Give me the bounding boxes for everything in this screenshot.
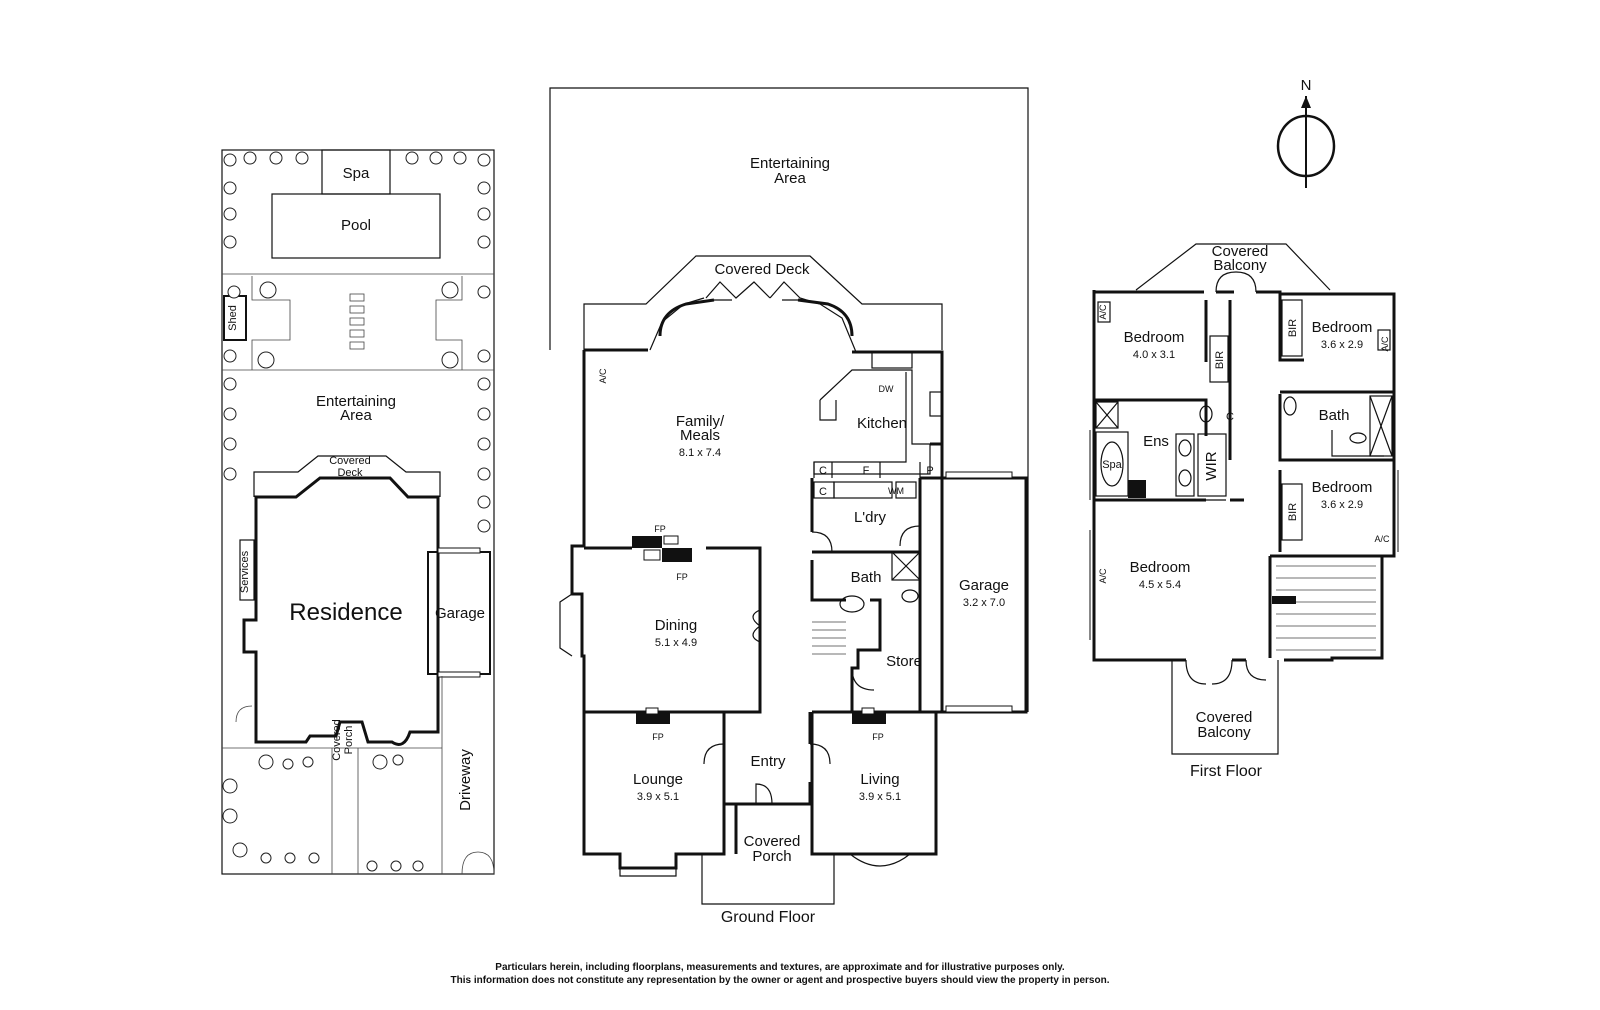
gf-garage-dims: 3.2 x 7.0: [963, 597, 1005, 609]
gf-store-label: Store: [886, 653, 922, 670]
ff-cupboard-label: C: [1226, 411, 1234, 423]
ground-floor-plan: [549, 87, 1029, 905]
gf-dining-dims: 5.1 x 4.9: [655, 637, 697, 649]
gf-entertaining-label-2: Area: [774, 170, 806, 187]
ff-ac-label-3: A/C: [1374, 534, 1390, 544]
gf-entry-label: Entry: [750, 753, 786, 770]
ff-bedroom-2-dims: 3.6 x 2.9: [1321, 339, 1363, 351]
gf-fp-label-1: FP: [654, 524, 666, 534]
site-residence: [242, 476, 440, 746]
gf-fp-label-2: FP: [676, 572, 688, 582]
gf-covered-porch-label-2: Porch: [752, 848, 791, 865]
gf-family-dims: 8.1 x 7.4: [679, 447, 721, 459]
ff-covered-balcony-bottom-label-1: Covered: [1196, 709, 1253, 726]
site-residence-label: Residence: [289, 599, 402, 626]
ff-ac-label-4: A/C: [1098, 568, 1108, 584]
ff-covered-balcony-top-label-2: Balcony: [1213, 257, 1267, 274]
site-driveway-label: Driveway: [457, 749, 474, 811]
ff-master-bedroom-label: Bedroom: [1130, 559, 1191, 576]
gf-living-dims: 3.9 x 5.1: [859, 791, 901, 803]
gf-pantry-label: P: [926, 465, 933, 477]
gf-bath-label: Bath: [851, 569, 882, 586]
site-covered-porch-label-1: Covered: [331, 719, 343, 761]
site-garage-label: Garage: [435, 605, 485, 622]
ff-covered-balcony-bottom-label-2: Balcony: [1197, 724, 1251, 741]
gf-lounge-label: Lounge: [633, 771, 683, 788]
gf-living-label: Living: [860, 771, 899, 788]
site-services-label: Services: [239, 550, 251, 593]
gf-meals-label: Meals: [680, 427, 720, 444]
ff-bir-label-1: BIR: [1214, 351, 1226, 369]
ff-ensuite-label: Ens: [1143, 433, 1169, 450]
ff-bedroom-1-dims: 4.0 x 3.1: [1133, 349, 1175, 361]
first-floor-plan: [1089, 243, 1399, 755]
gf-title: Ground Floor: [721, 909, 816, 926]
site-entertaining-label-1: Entertaining: [316, 393, 396, 410]
gf-lounge-dims: 3.9 x 5.1: [637, 791, 679, 803]
site-services: [239, 539, 255, 601]
site-shed-label: Shed: [227, 305, 239, 331]
gf-entertaining-label-1: Entertaining: [750, 155, 830, 172]
site-entertaining-label-2: Area: [340, 407, 372, 424]
north-arrow-icon: [1276, 96, 1336, 188]
gf-covered-deck-label: Covered Deck: [714, 261, 810, 278]
site-pool-label: Pool: [341, 217, 371, 234]
gf-fp-label-4: FP: [872, 732, 884, 742]
gf-laundry-cupboard-label: C: [819, 486, 827, 498]
ff-bedroom-1-label: Bedroom: [1124, 329, 1185, 346]
ff-title: First Floor: [1190, 763, 1263, 780]
gf-dining-label: Dining: [655, 617, 698, 634]
ff-covered-balcony-top-label-1: Covered: [1212, 243, 1269, 260]
site-covered-deck-label-1: Covered: [329, 455, 371, 467]
ff-spa-label: Spa: [1102, 459, 1122, 471]
gf-garage-label: Garage: [959, 577, 1009, 594]
site-pool: [271, 193, 441, 259]
ff-bath-label: Bath: [1319, 407, 1350, 424]
gf-cupboard-label: C: [819, 465, 827, 477]
site-covered-deck-label-2: Deck: [337, 467, 363, 479]
ff-ac-label-1: A/C: [1098, 304, 1108, 320]
gf-covered-porch-label-1: Covered: [744, 833, 801, 850]
gf-fp-label-3: FP: [652, 732, 664, 742]
gf-dw-label: DW: [879, 384, 894, 394]
compass-north-label: N: [1301, 77, 1312, 94]
site-plan: [221, 149, 495, 875]
gf-laundry-label: L'dry: [854, 509, 887, 526]
ff-bedroom-3-label: Bedroom: [1312, 479, 1373, 496]
stepping-stones: [349, 293, 365, 350]
site-trees: [222, 151, 491, 872]
gf-fridge-label: F: [863, 465, 870, 477]
disclaimer-line-1: Particulars herein, including floorplans…: [495, 962, 1065, 973]
gf-ac-label: A/C: [598, 368, 608, 384]
ff-bedroom-3-dims: 3.6 x 2.9: [1321, 499, 1363, 511]
ff-bir-label-3: BIR: [1287, 503, 1299, 521]
ff-bedroom-2-label: Bedroom: [1312, 319, 1373, 336]
disclaimer-line-2: This information does not constitute any…: [451, 975, 1110, 986]
gf-kitchen-label: Kitchen: [857, 415, 907, 432]
site-spa-label: Spa: [343, 165, 370, 182]
gf-wm-label: WM: [888, 486, 904, 496]
ff-ac-label-2: A/C: [1380, 336, 1390, 352]
ff-master-bedroom-dims: 4.5 x 5.4: [1139, 579, 1181, 591]
gf-family-label: Family/: [676, 413, 725, 430]
site-covered-porch-label-2: Porch: [343, 726, 355, 755]
ff-bir-label-2: BIR: [1287, 319, 1299, 337]
ff-wir-label: WIR: [1203, 451, 1220, 480]
